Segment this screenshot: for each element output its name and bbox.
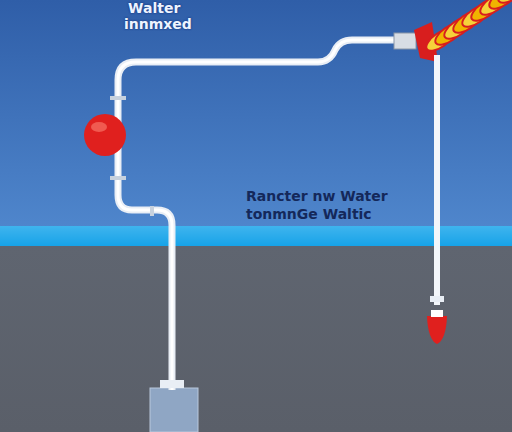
label-text: Rancter nw Water	[246, 188, 388, 204]
label-text: innmxed	[124, 16, 192, 32]
label-text: tonmnGe Waltic	[246, 206, 372, 222]
coil-winding	[495, 0, 512, 7]
hose-coil	[423, 0, 512, 55]
label-text: Walter	[128, 0, 180, 16]
